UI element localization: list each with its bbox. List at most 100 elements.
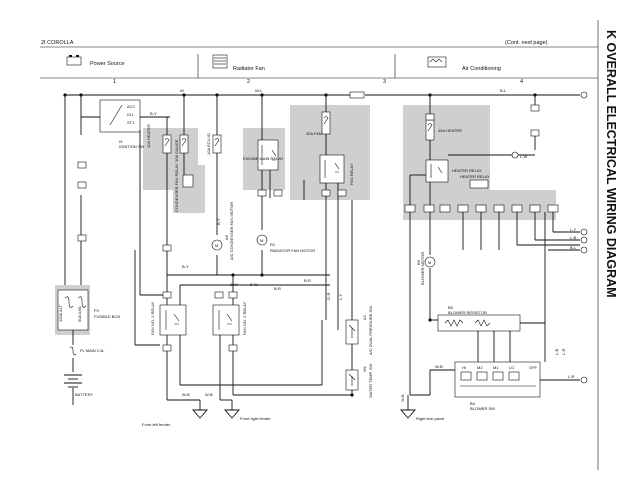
condenser-fan-relay	[182, 174, 194, 188]
column-number: 4	[520, 79, 523, 85]
radiator-fan-motor-name: RADIATOR FAN MOTOR	[270, 248, 315, 253]
ecu-ig-fuse	[212, 134, 222, 154]
radiator-fan-motor	[256, 234, 268, 246]
ignition-switch-position: IG1	[127, 112, 134, 117]
blower-resistor-name: BLOWER RESISTOR	[448, 310, 487, 315]
blower-motor	[424, 256, 436, 268]
battery-label: BATTERY	[75, 392, 93, 397]
heater-fuse-label: 10A HEATER	[146, 124, 151, 148]
connector	[425, 113, 435, 121]
switch-contacts	[348, 324, 356, 338]
ground-label: Right kick panel	[416, 416, 444, 421]
junction-dot	[428, 93, 432, 97]
junction-dot	[260, 273, 264, 277]
wire-color-label: B-R	[304, 278, 311, 283]
switch-position-label: LO	[509, 365, 514, 370]
air-conditioning-icon	[427, 56, 447, 68]
wire-color-label: L-B	[554, 348, 559, 355]
relay-block-label: HEATER RELAY	[460, 174, 490, 179]
main-fuse-label: FL MAIN 2.0L	[80, 348, 105, 353]
fuse-rating: 100A ALT	[58, 304, 63, 322]
ac-dual-pressure-sw-name: A/C DUAL PRESSURE SW	[368, 306, 373, 355]
wire-color-label: B-Y	[150, 111, 157, 116]
switch-position-label: M1	[493, 365, 499, 370]
fan-fuse	[321, 111, 331, 135]
connector	[273, 189, 283, 197]
ecu-ig-fuse-label: 10A ECU-IG	[206, 133, 211, 155]
wire-color-label: W-B	[435, 364, 443, 369]
wire-color-label: L-R	[561, 348, 566, 355]
wire-color-label: B-W	[230, 282, 238, 287]
wire-color-label: W-B	[205, 392, 213, 397]
connector	[77, 161, 87, 169]
switch-arm	[109, 104, 123, 126]
section-label-radiator-fan: Radiator Fan	[233, 66, 265, 72]
wire-color-label: B-W	[250, 282, 258, 287]
continuation-ref	[580, 236, 588, 244]
switch-position-label: OFF	[529, 365, 538, 370]
switch-contact	[460, 371, 472, 381]
heater-relay	[425, 159, 449, 183]
gauge-fuse	[179, 134, 189, 154]
relay-contacts	[430, 164, 443, 178]
switch-contact	[508, 371, 520, 381]
heater-relay-label: HEATER RELAY	[452, 168, 482, 173]
wire-color-label: W-L	[255, 88, 263, 93]
junction-dot	[260, 93, 264, 97]
main-fuse-link	[64, 296, 87, 308]
junction-dot	[215, 93, 219, 97]
column-number: 1	[113, 79, 116, 85]
junction-dot	[63, 93, 67, 97]
ignition-switch-name: IGNITION SW	[119, 144, 145, 149]
connector	[228, 291, 238, 299]
connector	[257, 189, 267, 197]
model-title: 2I COROLLA	[41, 40, 74, 46]
condenser-fan-relay-label: CONDENSER FAN RELAY	[174, 163, 179, 212]
blower-switch-name: BLOWER SW	[470, 406, 495, 411]
ac-cond-fan-motor-code: A6	[224, 234, 229, 240]
column-number: 2	[247, 79, 250, 85]
heater-fuse	[162, 134, 172, 154]
junction-dot	[428, 318, 432, 322]
ground-icon	[224, 409, 240, 419]
connector-strip	[404, 204, 559, 213]
fan-no2-relay-label: FAN NO. 2 RELAY	[242, 301, 247, 335]
fusible-box	[57, 289, 89, 331]
continuation-label: L-Y	[570, 227, 577, 232]
wire-color-label: W-B	[400, 394, 405, 402]
fan-no1-relay-label: FAN NO. 1 RELAY	[150, 301, 155, 335]
radiator-fan-icon	[212, 54, 228, 69]
motor-glyph: M	[260, 238, 263, 243]
switch-contact	[476, 371, 488, 381]
junction-dot	[79, 93, 83, 97]
ground-icon	[192, 409, 208, 419]
fan-relay	[319, 154, 345, 184]
blower-switch-code: B4	[470, 401, 476, 406]
relay-contacts	[324, 160, 340, 178]
blower-motor-name: BLOWER MOTOR	[420, 252, 425, 285]
continuation-label: L-R	[568, 374, 575, 379]
continuation-ref	[580, 91, 588, 99]
fuse-rating: 50A AM1	[77, 305, 82, 322]
battery-symbol	[64, 374, 82, 388]
fan-relay-label: FAN RELAY	[349, 163, 354, 185]
connector	[162, 244, 172, 252]
switch-position-label: HI	[462, 365, 466, 370]
battery-icon	[66, 55, 82, 66]
blower-resistor	[437, 314, 521, 332]
fan-fuse-label: 30A FAN	[306, 131, 322, 136]
wire-color-label: L-Y	[338, 293, 343, 300]
relay-contacts	[218, 310, 233, 330]
water-temp-sw-code: W1	[362, 365, 367, 372]
section-label-air-conditioning: Air Conditioning	[462, 66, 501, 72]
motor-glyph: M	[428, 260, 431, 265]
blower-motor-code: B6	[416, 259, 421, 265]
switch-position-label: M2	[477, 365, 483, 370]
engine-main-relay-label: ENGINE MAIN RELAY	[243, 156, 284, 161]
ignition-switch-position: ACC	[127, 104, 136, 109]
connector	[228, 344, 238, 352]
ac-cond-fan-motor-name: A/C CONDENSER FAN MOTOR	[229, 202, 234, 260]
switch-contact	[492, 371, 504, 381]
relay-block	[469, 179, 489, 189]
